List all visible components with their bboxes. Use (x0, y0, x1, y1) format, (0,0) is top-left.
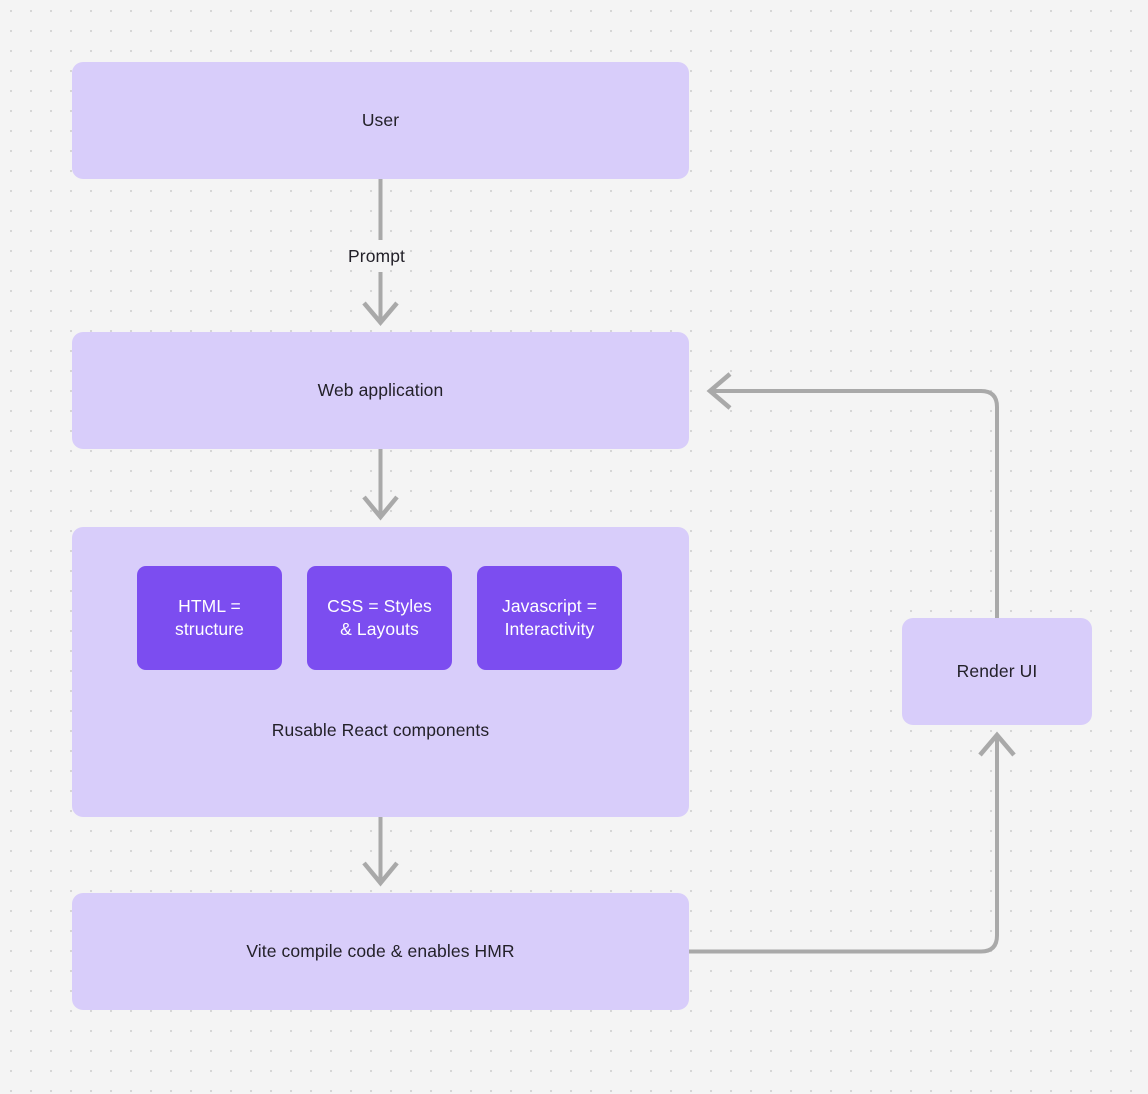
node-render-ui[interactable]: Render UI (902, 618, 1092, 725)
node-vite[interactable]: Vite compile code & enables HMR (72, 893, 689, 1010)
node-javascript[interactable]: Javascript = Interactivity (477, 566, 622, 670)
node-render-ui-label: Render UI (956, 660, 1038, 681)
node-html[interactable]: HTML = structure (137, 566, 282, 670)
edge-vite-to-render (689, 731, 1016, 954)
node-react-components-container[interactable]: HTML = structure CSS = Styles & Layouts … (72, 527, 689, 817)
edge-components-to-vite (362, 817, 399, 887)
node-css[interactable]: CSS = Styles & Layouts (307, 566, 452, 670)
node-user[interactable]: User (72, 62, 689, 179)
node-user-label: User (361, 109, 400, 130)
node-css-label: CSS = Styles & Layouts (327, 595, 432, 639)
node-javascript-label: Javascript = Interactivity (501, 595, 598, 639)
node-html-label: HTML = structure (175, 595, 244, 639)
node-vite-label: Vite compile code & enables HMR (246, 940, 515, 961)
node-react-components-caption: Rusable React components (271, 720, 490, 740)
node-web-application-label: Web application (317, 379, 444, 400)
edge-webapp-to-components (362, 449, 399, 521)
edge-render-to-webapp (706, 372, 999, 618)
edge-label-prompt: Prompt (348, 246, 406, 266)
node-web-application[interactable]: Web application (72, 332, 689, 449)
